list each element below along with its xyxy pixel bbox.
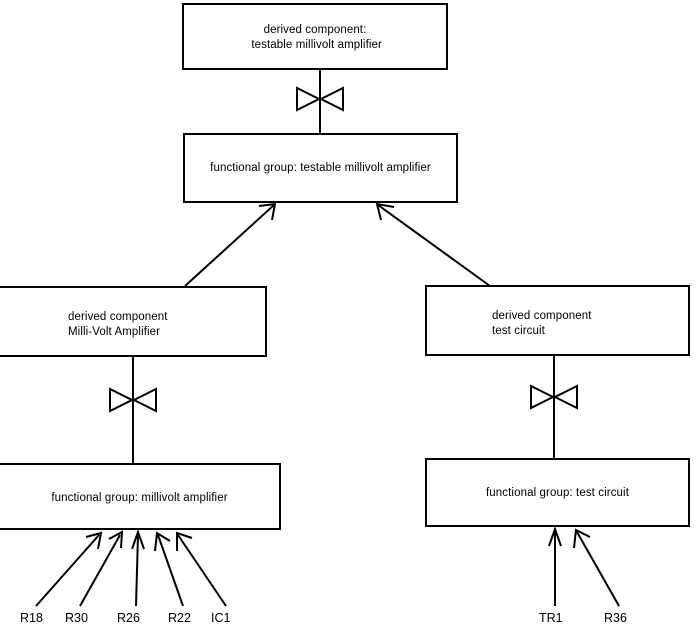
node-derived-test-circuit[interactable]: derived component test circuit xyxy=(425,285,690,356)
pin-label-r30: R30 xyxy=(65,611,88,625)
open-arrowhead xyxy=(154,531,171,552)
connector-realization-top xyxy=(296,70,344,133)
open-arrowhead xyxy=(375,202,395,221)
connector-realization-right xyxy=(530,356,578,458)
pin-label-ic1: IC1 xyxy=(211,611,231,625)
bowtie-right-triangle xyxy=(131,387,157,413)
pin-label-r26: R26 xyxy=(117,611,140,625)
node-label-line2: test circuit xyxy=(492,325,545,337)
open-arrowhead xyxy=(258,202,277,221)
node-label-line1: derived component: xyxy=(263,24,367,36)
pin-label-tr1: TR1 xyxy=(539,611,563,625)
bowtie-right-triangle xyxy=(552,384,578,410)
node-label-line1: functional group: millivolt amplifier xyxy=(51,492,228,504)
connector-aggregation-right xyxy=(375,202,491,287)
pin-label-r18: R18 xyxy=(20,611,43,625)
pin-arrows-test-circuit xyxy=(548,525,620,607)
bowtie-left-triangle xyxy=(296,86,322,112)
open-arrowhead xyxy=(108,530,124,549)
pin-label-r22: R22 xyxy=(168,611,191,625)
node-label-line1: functional group: test circuit xyxy=(486,487,629,499)
pin-label-r36: R36 xyxy=(604,611,627,625)
node-functional-group-testable-millivolt-amplifier[interactable]: functional group: testable millivolt amp… xyxy=(183,133,458,203)
node-label-line2: Milli-Volt Amplifier xyxy=(68,326,161,338)
node-label-line2: testable millivolt amplifier xyxy=(248,39,382,51)
bowtie-left-triangle xyxy=(530,384,556,410)
node-functional-group-millivolt-amplifier[interactable]: functional group: millivolt amplifier xyxy=(0,463,281,530)
node-derived-testable-millivolt-amplifier[interactable]: derived component: testable millivolt am… xyxy=(182,3,448,70)
connector-aggregation-left xyxy=(184,202,277,287)
open-arrowhead xyxy=(176,531,193,551)
node-label-line1: derived component xyxy=(492,310,592,322)
bowtie-right-triangle xyxy=(318,86,344,112)
open-arrowhead xyxy=(573,528,591,549)
open-arrowhead xyxy=(131,528,145,550)
open-arrowhead xyxy=(548,525,562,547)
node-label-line1: derived component xyxy=(68,311,168,323)
node-functional-group-test-circuit[interactable]: functional group: test circuit xyxy=(425,458,690,527)
connector-realization-left xyxy=(109,357,157,463)
pin-arrows-millivolt-amplifier xyxy=(35,528,227,607)
open-arrowhead xyxy=(85,531,103,550)
node-label-line1: functional group: testable millivolt amp… xyxy=(210,162,431,174)
bowtie-left-triangle xyxy=(109,387,135,413)
node-derived-millivolt-amplifier[interactable]: derived component Milli-Volt Amplifier xyxy=(0,286,267,357)
